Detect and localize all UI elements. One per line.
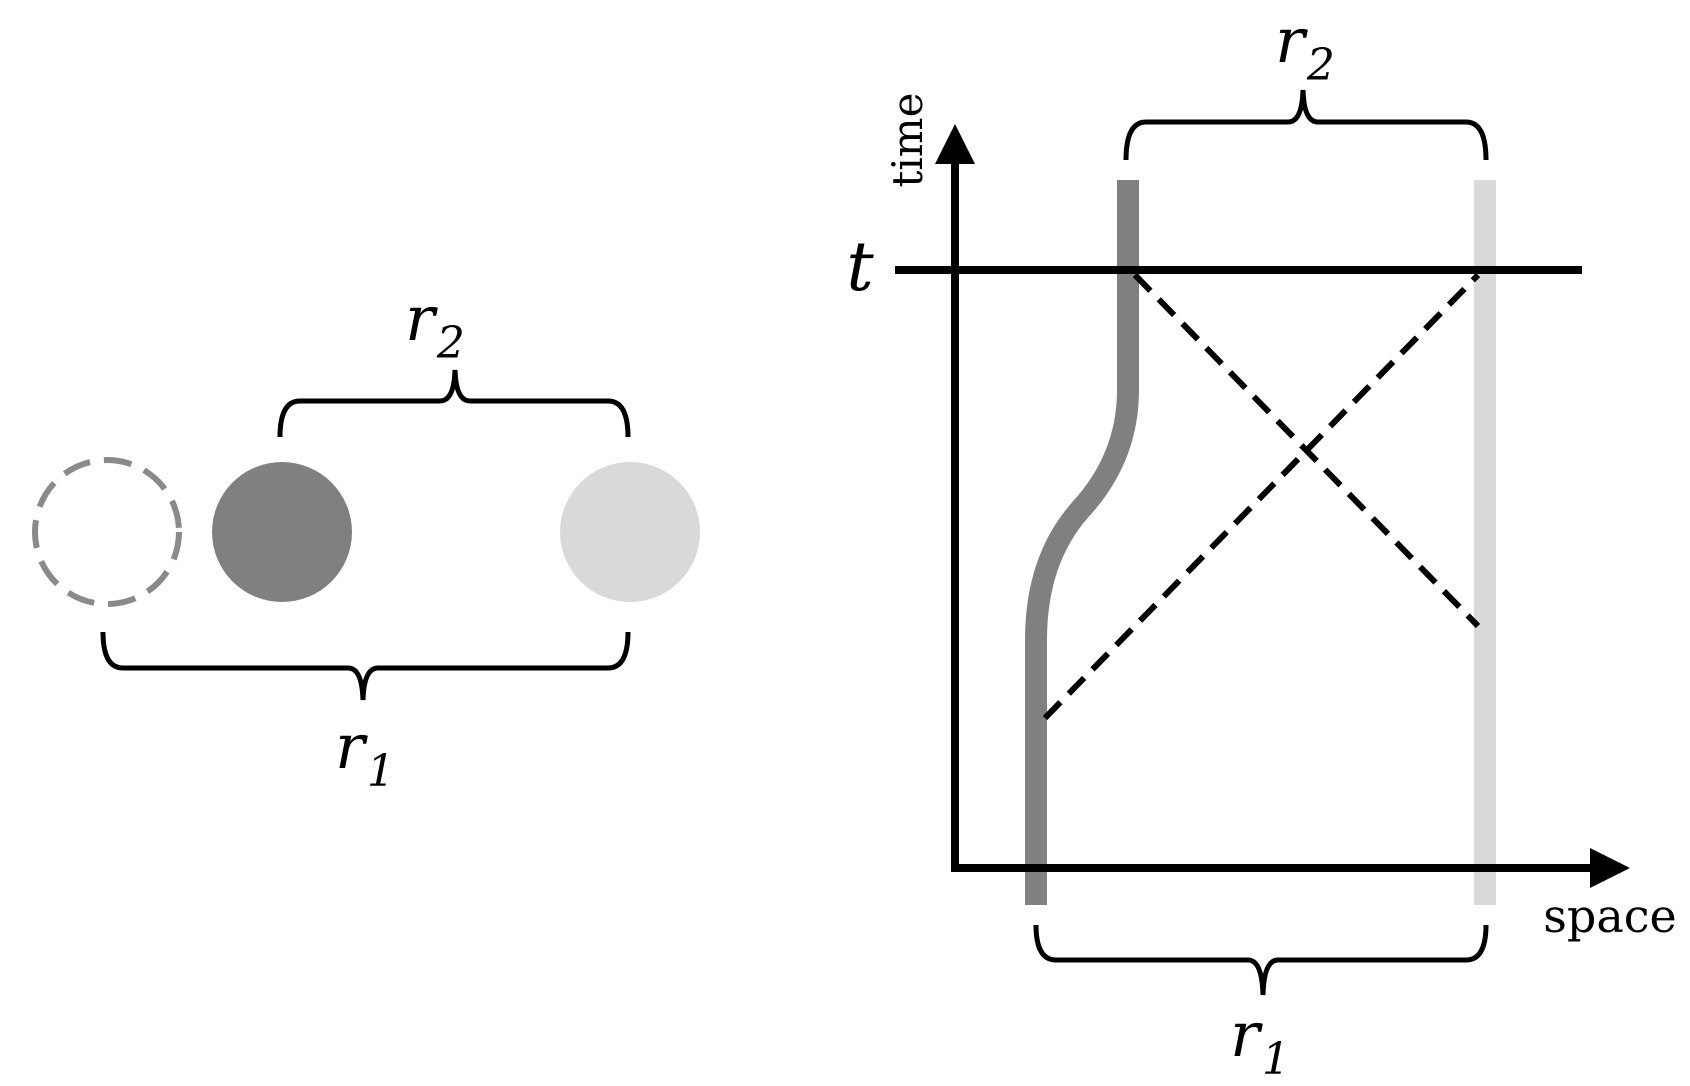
r1-label-right: r1 <box>1230 998 1290 1085</box>
r2-label-right: r2 <box>1275 4 1335 91</box>
dark-gray-worldline <box>1025 180 1139 905</box>
r2-brace-top <box>277 369 631 438</box>
space-axis-arrowhead <box>1590 848 1630 888</box>
light-gray-circle <box>560 462 700 602</box>
space-axis-label: space <box>1543 889 1676 943</box>
dashed-ghost-circle <box>32 457 182 607</box>
dashed-signal-right-to-left <box>1132 272 1481 629</box>
left-panel: r2 r1 <box>32 282 700 797</box>
r1-label-left: r1 <box>335 710 395 797</box>
time-axis-label: time <box>883 93 932 188</box>
r1-brace-bottom <box>100 631 631 701</box>
dashed-signal-left-to-right <box>1042 272 1481 721</box>
dark-gray-circle <box>212 462 352 602</box>
r2-label-left: r2 <box>405 282 465 369</box>
r2-brace-right <box>1123 89 1489 161</box>
time-axis-arrowhead <box>935 124 975 164</box>
r1-brace-right <box>1033 924 1489 996</box>
right-panel: time space t r2 r1 <box>846 4 1676 1085</box>
t-label: t <box>846 228 874 307</box>
